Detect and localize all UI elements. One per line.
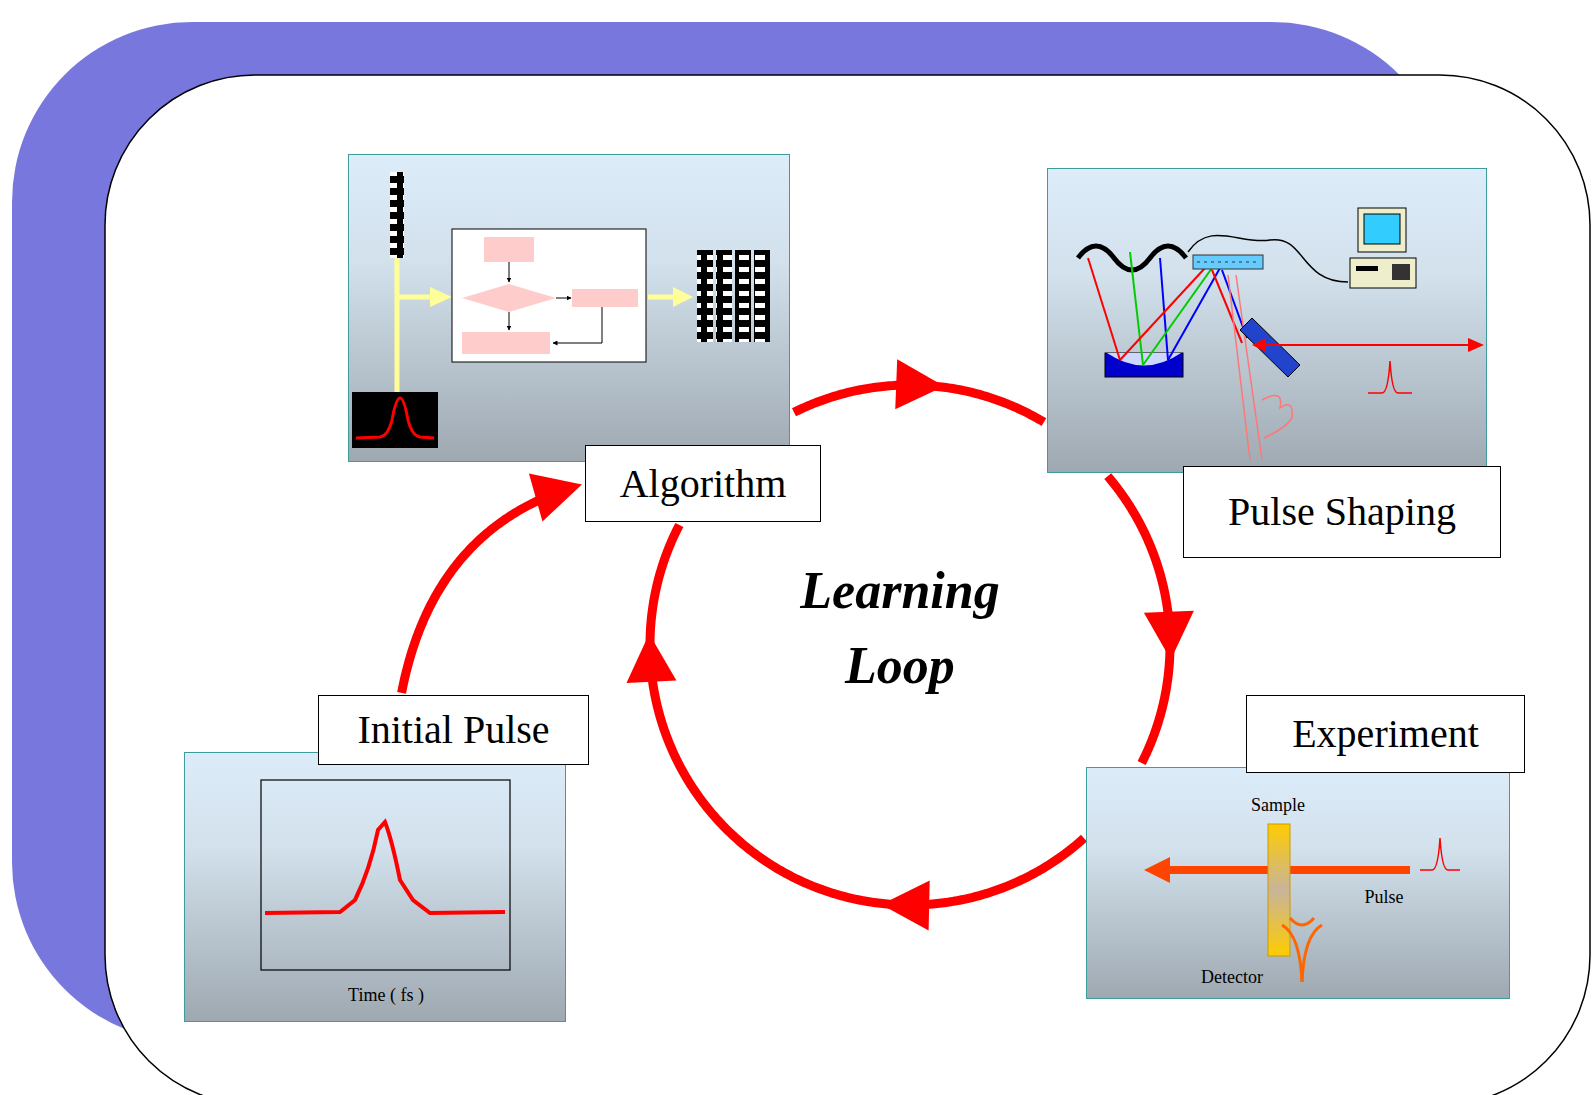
- loop-title: Learning Loop: [750, 553, 1050, 704]
- algorithm-illustration: [553, 307, 602, 343]
- loop-arrow: [402, 473, 582, 692]
- pulse-shaper-illustration: [1088, 258, 1120, 360]
- initial-pulse-illustration: [184, 752, 566, 1022]
- loop-arc: [650, 525, 1084, 905]
- pulse-shaper-illustration: [1047, 168, 1487, 473]
- pulse-shaper-illustration: [1350, 258, 1416, 288]
- algorithm-illustration: [390, 172, 404, 258]
- pulse-shaper-illustration: [1358, 208, 1406, 252]
- stage-label-box: Initial Pulse: [318, 695, 589, 765]
- experiment-illustration: [1420, 838, 1460, 870]
- experiment-illustration: [1290, 918, 1314, 925]
- algorithm-illustration: [556, 298, 571, 299]
- pulse-shaper-illustration: [1262, 396, 1292, 439]
- stage-label: Initial Pulse: [357, 707, 549, 753]
- stage-label-box: Experiment: [1246, 695, 1525, 773]
- pulse-shaper-illustration: [1252, 338, 1266, 352]
- loop-arrow: [1108, 476, 1194, 763]
- algorithm-illustration: [673, 287, 693, 307]
- pulse-shaper-illustration: [1188, 235, 1348, 282]
- stage-label: Experiment: [1292, 711, 1479, 757]
- algorithm-panel: Algorithm: [348, 154, 790, 462]
- pulse-shaper-illustration: [1197, 262, 1259, 263]
- algorithm-illustration: [572, 289, 638, 307]
- arrowhead: [895, 359, 944, 409]
- initial-pulse-panel: Initial Pulse: [184, 752, 566, 1022]
- loop-arrow: [794, 359, 1044, 422]
- loop-arc: [402, 494, 555, 693]
- pulse-shaper-illustration: [1143, 268, 1212, 365]
- pulse-shaper-illustration: [1262, 344, 1470, 346]
- loop-arrow: [626, 525, 1083, 931]
- algorithm-illustration: [509, 262, 510, 282]
- pulse-shaping-panel: Pulse Shaping: [1047, 168, 1487, 473]
- pulse-shaper-illustration: [1356, 266, 1378, 271]
- algorithm-illustration: [356, 398, 434, 438]
- algorithm-illustration: [395, 258, 400, 392]
- initial-pulse-illustration: [184, 752, 566, 1022]
- stage-label-box: Pulse Shaping: [1183, 466, 1501, 558]
- algorithm-illustration: [462, 284, 556, 312]
- algorithm-illustration: [462, 332, 550, 354]
- algorithm-illustration: [352, 392, 438, 448]
- arrowhead: [626, 634, 676, 683]
- pulse-shaper-illustration: [1364, 214, 1400, 244]
- experiment-illustration: [1086, 767, 1510, 999]
- pulse-shaper-illustration: [1120, 268, 1205, 360]
- pulse-shaper-illustration: [1236, 275, 1262, 460]
- pulse-shaper-illustration: [1392, 264, 1410, 280]
- pulse-shaper-illustration: [1047, 168, 1487, 473]
- pulse-shaper-illustration: [1368, 361, 1412, 393]
- stage-label: Pulse Shaping: [1228, 489, 1456, 535]
- algorithm-illustration: [484, 237, 534, 262]
- part-name: Pulse: [1364, 887, 1403, 909]
- pulse-shaper-illustration: [1193, 255, 1263, 269]
- arrowhead: [881, 880, 930, 930]
- experiment-illustration: [1302, 925, 1322, 982]
- algorithm-illustration: [735, 250, 751, 342]
- stage-label: Algorithm: [620, 461, 787, 507]
- algorithm-illustration: [697, 250, 713, 342]
- experiment-illustration: [1268, 824, 1290, 956]
- experiment-illustration: [1086, 767, 1510, 999]
- experiment-illustration: [1282, 925, 1302, 982]
- pulse-shaper-illustration: [1240, 318, 1300, 377]
- experiment-illustration: [1144, 857, 1170, 883]
- arrowhead: [1144, 611, 1194, 660]
- algorithm-illustration: [452, 229, 646, 362]
- pulse-shaper-illustration: [1168, 268, 1220, 360]
- part-name: Detector: [1201, 967, 1263, 989]
- algorithm-illustration: [509, 312, 510, 330]
- algorithm-illustration: [754, 250, 770, 342]
- white-frame: [105, 75, 1590, 1095]
- arrowhead: [529, 473, 582, 521]
- initial-pulse-illustration: [265, 822, 505, 913]
- algorithm-illustration: [648, 295, 675, 300]
- axis-label: Time ( fs ): [348, 985, 424, 1007]
- initial-pulse-illustration: [261, 780, 510, 970]
- pulse-shaper-illustration: [1228, 275, 1250, 460]
- stage-label-box: Algorithm: [585, 445, 821, 522]
- pulse-shaper-illustration: [1468, 338, 1484, 352]
- algorithm-illustration: [716, 250, 732, 342]
- algorithm-illustration: [348, 154, 790, 462]
- algorithm-illustration: [397, 295, 432, 300]
- algorithm-illustration: [348, 154, 790, 462]
- algorithm-illustration: [430, 287, 452, 307]
- part-name: Sample: [1251, 795, 1305, 817]
